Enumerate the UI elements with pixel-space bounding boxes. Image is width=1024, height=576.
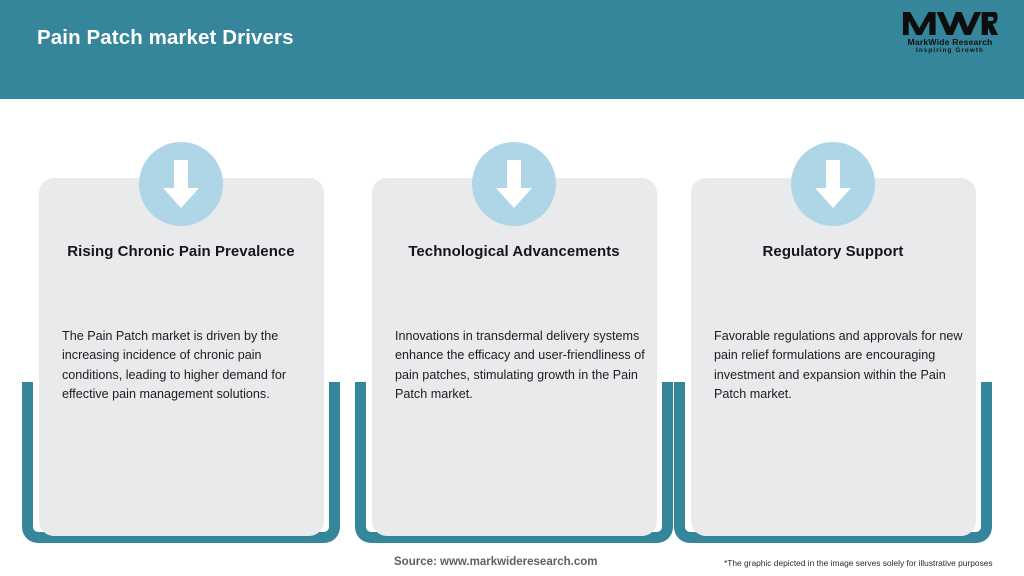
card-badge	[472, 142, 556, 226]
card-title: Technological Advancements	[408, 243, 620, 260]
header-bar: Pain Patch market Drivers MarkWide Resea…	[0, 0, 1024, 99]
card-badge	[791, 142, 875, 226]
logo: MarkWide Research Inspiring Growth	[894, 9, 1006, 61]
page-title: Pain Patch market Drivers	[37, 26, 294, 49]
disclaimer-label: *The graphic depicted in the image serve…	[724, 558, 993, 568]
card-panel	[691, 178, 976, 536]
card-panel	[39, 178, 324, 536]
card-body: Innovations in transdermal delivery syst…	[395, 329, 645, 401]
card-backdrop	[355, 382, 673, 543]
logo-tagline: Inspiring Growth	[916, 47, 984, 54]
driver-card: Regulatory Support Favorable regulations…	[674, 99, 992, 576]
card-title: Rising Chronic Pain Prevalence	[67, 243, 295, 260]
card-backdrop	[22, 382, 340, 543]
logo-company-name: MarkWide Research	[907, 37, 993, 47]
down-arrow-icon	[815, 160, 851, 208]
card-panel	[372, 178, 657, 536]
card-badge	[139, 142, 223, 226]
source-label: Source: www.markwideresearch.com	[394, 556, 598, 568]
card-body: The Pain Patch market is driven by the i…	[62, 329, 287, 401]
down-arrow-icon	[496, 160, 532, 208]
card-body: Favorable regulations and approvals for …	[714, 329, 963, 401]
down-arrow-icon	[163, 160, 199, 208]
mwr-logo-icon	[902, 11, 998, 35]
driver-cards-row: Rising Chronic Pain Prevalence The Pain …	[0, 99, 1024, 576]
driver-card: Technological Advancements Innovations i…	[355, 99, 673, 576]
driver-card: Rising Chronic Pain Prevalence The Pain …	[22, 99, 340, 576]
card-title: Regulatory Support	[762, 243, 904, 260]
card-backdrop	[674, 382, 992, 543]
